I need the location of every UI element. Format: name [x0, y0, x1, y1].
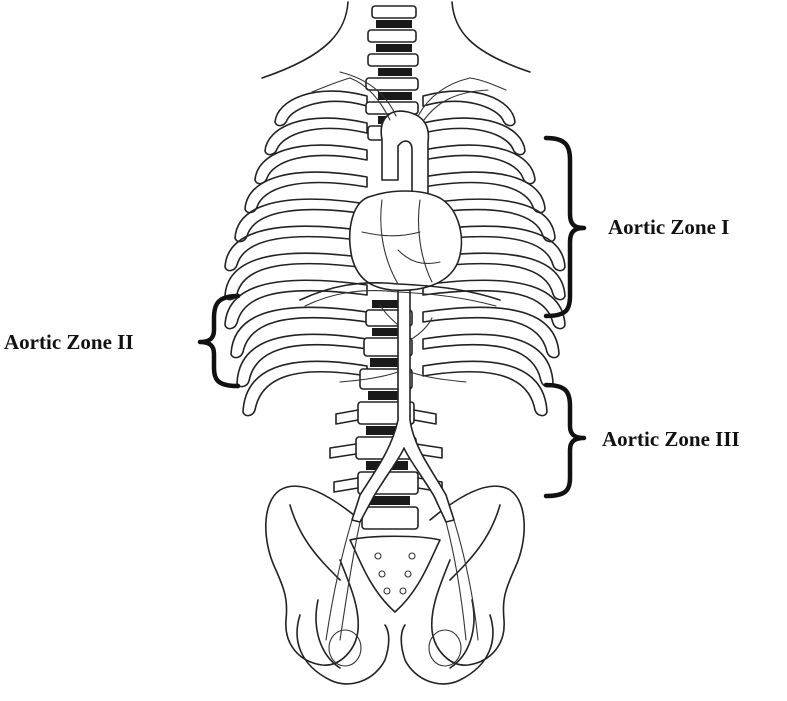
rib-right [422, 252, 566, 301]
rib-right [422, 360, 548, 417]
label-aortic-zone-2: Aortic Zone II [4, 330, 134, 354]
rib-right [422, 198, 556, 243]
bracket-zone-2 [197, 293, 241, 389]
label-aortic-zone-1: Aortic Zone I [608, 215, 729, 239]
bracket-zone-1 [543, 135, 587, 319]
rib-left [224, 225, 368, 272]
bracket-zone-3 [543, 382, 587, 499]
rib-left [230, 306, 368, 359]
ribcage-right [422, 90, 566, 417]
rib-right [422, 225, 566, 272]
rib-left [264, 117, 368, 156]
zone-brackets [197, 135, 587, 499]
rib-left [274, 90, 368, 127]
diaphragm [299, 281, 501, 307]
label-aortic-zone-3: Aortic Zone III [602, 427, 740, 451]
rib-left [224, 279, 368, 330]
neck-outline [261, 1, 531, 79]
rib-left [234, 198, 368, 243]
aorta [311, 71, 507, 641]
rib-right [422, 90, 516, 127]
rib-left [242, 360, 368, 417]
pelvis [265, 485, 525, 685]
rib-right [422, 279, 566, 330]
rib-left [236, 333, 368, 388]
rib-right [422, 306, 560, 359]
rib-right [422, 117, 526, 156]
ribcage-left [224, 90, 368, 417]
heart [349, 190, 463, 292]
rib-left [224, 252, 368, 301]
